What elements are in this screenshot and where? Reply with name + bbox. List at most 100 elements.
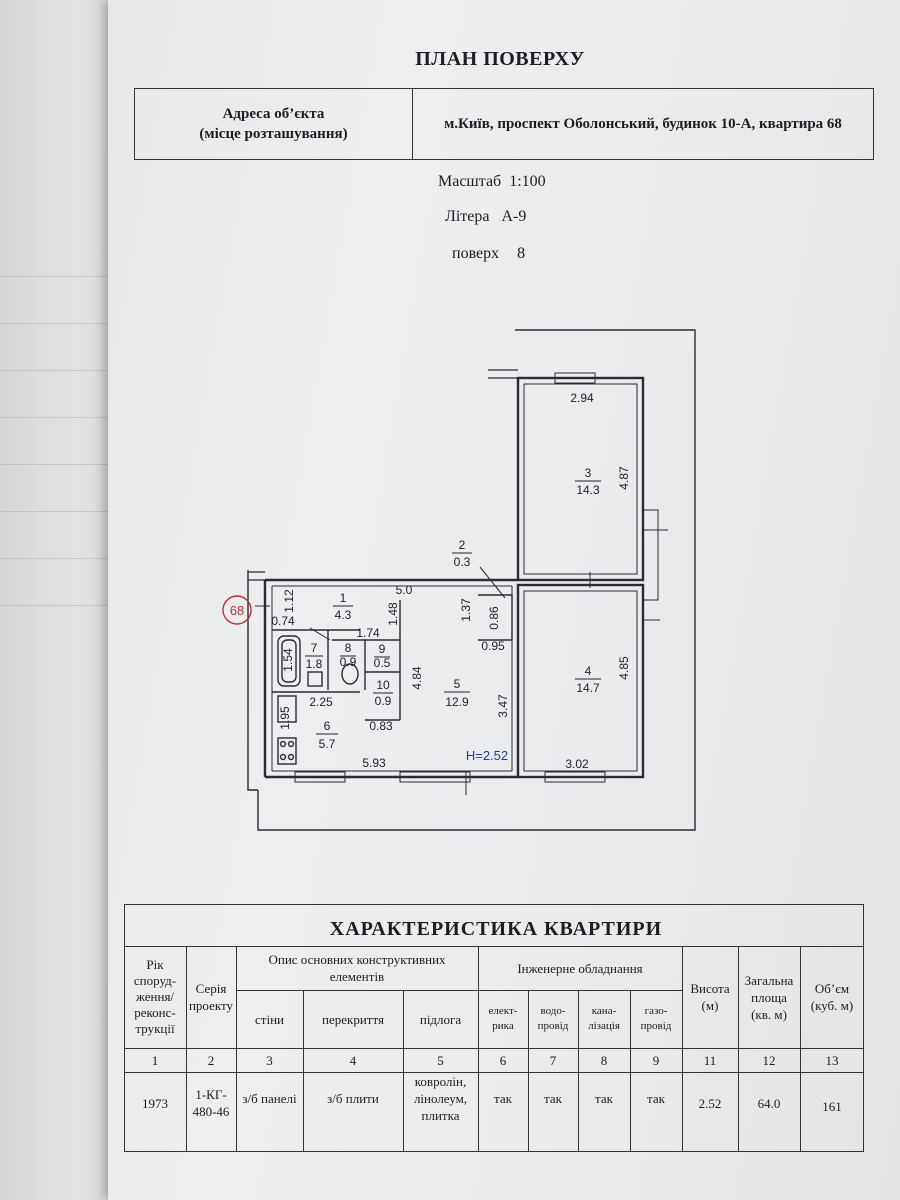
colnum-4: 4 (349, 1052, 357, 1068)
header-electric-l1: елект- (488, 1005, 518, 1017)
leader-door (309, 627, 331, 641)
header-walls: стіни (255, 1011, 284, 1027)
dim-1-74: 1.74 (356, 626, 380, 640)
room-2-area: 0.3 (454, 555, 471, 569)
leader-room-2 (479, 566, 506, 599)
address-label-line1: Адреса об’єкта (222, 106, 325, 122)
table-line-numbers (124, 1048, 864, 1050)
row-year: 1973 (142, 1095, 168, 1111)
ceiling-height: H=2.52 (466, 748, 508, 763)
row-ceilings: з/б плити (327, 1090, 379, 1106)
table-line-subheader (236, 990, 682, 992)
room-3-number: 3 (585, 466, 592, 480)
stove-burner-2 (287, 740, 295, 748)
header-year-l2: споруд- (133, 973, 177, 988)
row-series: 1-КГ- 480-46 (186, 1072, 236, 1134)
scale-line: Масштаб 1:100 (438, 173, 546, 191)
row-gas: так (647, 1090, 665, 1106)
header-water-l2: провід (537, 1020, 569, 1032)
header-height-l2: (м) (701, 998, 719, 1013)
window-kitchen (294, 771, 346, 783)
table-col-3 (303, 990, 305, 1152)
header-gas: газо- провід (630, 990, 682, 1048)
colnum-7: 7 (549, 1052, 557, 1068)
header-year-l1: Рік (146, 957, 164, 972)
row-total-area: 64.0 (757, 1095, 781, 1111)
room-7-area: 1.8 (306, 657, 323, 671)
room-8-area: 0.9 (340, 655, 357, 669)
colnum-6: 6 (499, 1052, 507, 1068)
dim-1-54: 1.54 (281, 648, 295, 672)
colnum-5: 5 (437, 1052, 444, 1068)
room-10-area: 0.9 (375, 694, 392, 708)
table-col-11 (800, 946, 802, 1152)
stove-burner-3 (279, 753, 287, 761)
header-electric: елект- рика (478, 990, 528, 1048)
address-label-line2: (місце розташування) (199, 126, 348, 142)
window-room-5 (399, 771, 471, 783)
dim-0-83: 0.83 (369, 719, 393, 733)
header-year-l4: реконс- (134, 1005, 176, 1020)
bathtub (277, 635, 301, 687)
scale-value: 1:100 (509, 173, 546, 190)
row-floor: ковролін, лінолеум, плитка (403, 1072, 478, 1124)
room-5-area: 12.9 (445, 695, 469, 709)
dim-4-87: 4.87 (617, 466, 631, 490)
dim-1-37: 1.37 (459, 598, 473, 622)
apartment-number-circle (222, 595, 252, 625)
dim-2-25: 2.25 (309, 695, 333, 709)
wall-mark-1 (643, 509, 659, 601)
header-electric-l2: рика (492, 1020, 514, 1032)
header-water: водо- провід (528, 990, 578, 1048)
table-col-8 (630, 990, 632, 1152)
header-structure: Опис основних конструктивних елементів (236, 946, 478, 990)
room-6-number: 6 (324, 719, 331, 733)
dim-0-74: 0.74 (271, 614, 295, 628)
row-electric: так (494, 1090, 512, 1106)
table-line-data (124, 1072, 864, 1074)
dim-3-02: 3.02 (565, 757, 589, 771)
table-col-9 (682, 946, 684, 1152)
dim-5-93: 5.93 (362, 756, 386, 770)
wash-sink (307, 671, 323, 687)
room-6-area: 5.7 (319, 737, 336, 751)
partition-room2 (478, 594, 513, 641)
header-water-l1: водо- (540, 1005, 566, 1017)
header-total-area-l1: Загальна (744, 972, 794, 988)
row-series-l2: 480-46 (192, 1104, 230, 1119)
room-5-number: 5 (454, 677, 461, 691)
header-height: Висота (м) (682, 946, 738, 1048)
colnum-11: 11 (703, 1052, 717, 1068)
header-height-l1: Висота (690, 981, 730, 996)
header-series: Серія проекту (186, 946, 236, 1048)
row-walls: з/б панелі (242, 1090, 297, 1106)
dim-5-0: 5.0 (396, 583, 413, 597)
room-1-number: 1 (340, 591, 347, 605)
header-sewer-l2: лізація (588, 1020, 620, 1032)
room-1-area: 4.3 (335, 608, 352, 622)
row-floor-l3: плитка (421, 1107, 460, 1123)
header-series-l2: проекту (188, 998, 234, 1013)
header-series-l1: Серія (195, 981, 227, 996)
dim-3-47: 3.47 (496, 694, 510, 718)
bathtub-inner (281, 639, 297, 683)
dim-1-12: 1.12 (282, 589, 296, 613)
room-10-number: 10 (376, 678, 390, 692)
dim-4-85: 4.85 (617, 656, 631, 680)
room-4-area: 14.7 (576, 681, 600, 695)
stove-burner-4 (287, 753, 295, 761)
dim-1-48: 1.48 (386, 602, 400, 626)
dim-1-95: 1.95 (278, 706, 292, 730)
header-sewer: кана- лізація (578, 990, 630, 1048)
header-engineering: Інженерне обладнання (517, 960, 643, 976)
room-8-number: 8 (345, 641, 352, 655)
header-ceilings: перекриття (322, 1011, 384, 1027)
header-structure-l2: елементів (329, 969, 385, 984)
dim-2-94: 2.94 (570, 391, 594, 405)
stove-burner-1 (279, 740, 287, 748)
colnum-9: 9 (652, 1052, 660, 1068)
colnum-2: 2 (207, 1052, 215, 1068)
header-gas-l2: провід (640, 1020, 672, 1032)
window-room-3 (554, 372, 596, 384)
